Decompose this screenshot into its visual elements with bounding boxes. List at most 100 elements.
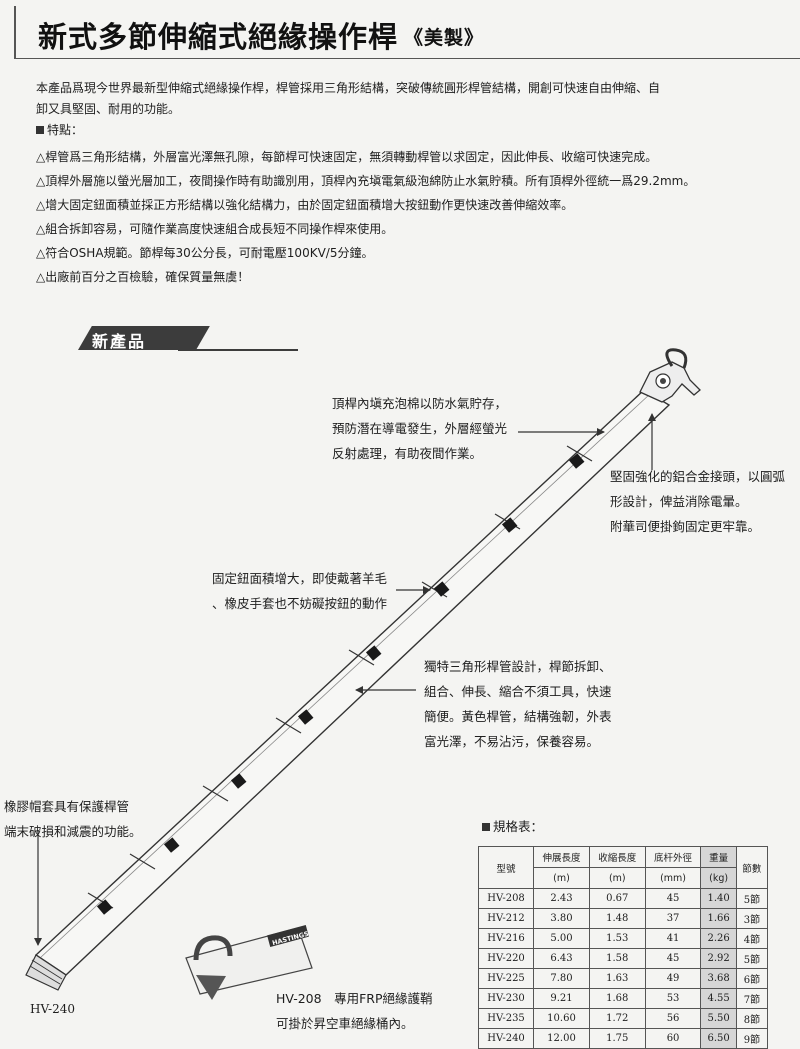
- spec-unit-row: (m) (m) (mm) (kg): [479, 867, 768, 889]
- new-product-badge: 新產品: [78, 326, 298, 352]
- feature-item: △組合拆卸容易，可隨作業高度快速組合成長短不同操作桿來使用。: [36, 222, 394, 236]
- square-bullet-icon: [482, 823, 490, 831]
- callout-line: 獨特三角形桿管設計，桿節拆卸、: [424, 659, 612, 674]
- col-header-weight: 重量: [700, 846, 737, 868]
- callout-alloy-head: 堅固強化的鋁合金接頭，以圓弧 形設計，俾益消除電暈。 附華司便掛鉤固定更牢靠。: [610, 464, 785, 539]
- spec-header-row: 型號 伸展長度 收縮長度 底杆外徑 重量 節數: [477, 846, 769, 889]
- unit-weight: (kg): [700, 867, 737, 889]
- feature-item: △頂桿外層施以螢光層加工，夜間操作時有助識別用，頂桿內充塡電氣級泡綿防止水氣貯積…: [36, 174, 696, 188]
- table-cell: 2.43: [533, 888, 590, 909]
- holster-caption: HV-208 專用FRP絕緣護鞘 可掛於昇空車絕緣桶內。: [276, 986, 433, 1036]
- table-cell: 3.80: [533, 908, 590, 929]
- table-cell: 3節: [735, 908, 769, 929]
- table-cell: 6.50: [700, 1028, 737, 1049]
- table-cell: 2.92: [700, 948, 737, 969]
- title-frame: 新式多節伸縮式絕緣操作桿《美製》: [14, 6, 800, 59]
- holster-caption-line: HV-208 專用FRP絕緣護鞘: [276, 991, 433, 1006]
- callout-line: 橡膠帽套具有保護桿管: [4, 799, 130, 814]
- feature-item: △增大固定鈕面積並採正方形結構以強化結構力，由於固定鈕面積增大按鈕動作更快速改善…: [36, 198, 574, 212]
- table-cell: 1.63: [588, 968, 646, 989]
- table-cell: 5.50: [700, 1008, 737, 1029]
- table-cell: 10.60: [533, 1008, 590, 1029]
- table-cell: 45: [644, 888, 702, 909]
- callout-arrows: [34, 413, 656, 946]
- spec-heading-text: 規格表：: [493, 819, 544, 834]
- callout-line: 固定鈕面積增大，即使戴著羊毛: [212, 571, 388, 586]
- pole-model-caption: HV-240: [30, 1002, 75, 1016]
- table-cell: 6.43: [533, 948, 590, 969]
- table-cell: 9.21: [533, 988, 590, 1009]
- table-cell: 41: [644, 928, 702, 949]
- callout-line: 頂桿內塡充泡棉以防水氣貯存，: [332, 396, 508, 411]
- hook-head: [639, 348, 701, 403]
- callout-top-section: 頂桿內塡充泡棉以防水氣貯存， 預防潛在導電發生，外層經螢光 反射處理，有助夜間作…: [332, 391, 507, 466]
- table-cell: HV-230: [477, 988, 535, 1009]
- table-cell: 4節: [735, 928, 769, 949]
- spec-table: 型號 伸展長度 收縮長度 底杆外徑 重量 節數 (m) (m) (mm) (kg…: [477, 846, 769, 1049]
- callout-lock-button: 固定鈕面積增大，即使戴著羊毛 、橡皮手套也不妨礙按鈕的動作: [212, 566, 387, 616]
- title-origin: 《美製》: [404, 27, 485, 49]
- table-cell: 6節: [735, 968, 769, 989]
- table-cell: 5.00: [533, 928, 590, 949]
- feature-item: △出廠前百分之百檢驗，確保質量無虞！: [36, 270, 250, 284]
- lock-buttons: [96, 453, 585, 915]
- callout-line: 富光澤，不易沾污，保養容易。: [424, 734, 600, 749]
- table-cell: 0.67: [588, 888, 646, 909]
- table-cell: 49: [644, 968, 702, 989]
- table-cell: 1.40: [700, 888, 737, 909]
- intro-line-2: 卸又具堅固、耐用的功能。: [36, 102, 181, 116]
- page-title: 新式多節伸縮式絕緣操作桿《美製》: [38, 14, 484, 56]
- table-cell: 1.58: [588, 948, 646, 969]
- feature-item: △符合OSHA規範。節桿每30公分長，可耐電壓100KV/5分鐘。: [36, 246, 374, 260]
- callout-line: 組合、伸長、縮合不須工具，快速: [424, 684, 612, 699]
- callout-triangle-tube: 獨特三角形桿管設計，桿節拆卸、 組合、伸長、縮合不須工具，快速 簡便。黃色桿管，…: [424, 654, 612, 754]
- table-cell: 8節: [735, 1008, 769, 1029]
- callout-line: 端末破損和減震的功能。: [4, 824, 142, 839]
- features-list: △桿管爲三角形結構，外層富光澤無孔隙，每節桿可快速固定，無須轉動桿管以求固定，因…: [36, 145, 776, 289]
- table-cell: HV-220: [477, 948, 535, 969]
- intro-line-1: 本產品爲現今世界最新型伸縮式絕緣操作桿，桿管採用三角形結構，突破傳統圓形桿管結構…: [36, 81, 661, 95]
- table-cell: 7節: [735, 988, 769, 1009]
- callout-line: 反射處理，有助夜間作業。: [332, 446, 483, 461]
- table-cell: 3.68: [700, 968, 737, 989]
- col-header-extended: 伸展長度: [533, 846, 590, 868]
- table-cell: 5節: [735, 948, 769, 969]
- table-cell: 1.72: [588, 1008, 646, 1029]
- table-cell: HV-212: [477, 908, 535, 929]
- col-header-sections: 節數: [735, 846, 769, 889]
- table-cell: 4.55: [700, 988, 737, 1009]
- col-header-model: 型號: [477, 846, 535, 889]
- badge-underline: [178, 349, 298, 351]
- table-cell: HV-216: [477, 928, 535, 949]
- unit-diameter: (mm): [644, 867, 702, 889]
- table-cell: 1.66: [700, 908, 737, 929]
- table-cell: 5節: [735, 888, 769, 909]
- table-cell: 45: [644, 948, 702, 969]
- callout-line: 簡便。黃色桿管，結構強韌，外表: [424, 709, 612, 724]
- callout-line: 、橡皮手套也不妨礙按鈕的動作: [212, 596, 388, 611]
- table-cell: HV-225: [477, 968, 535, 989]
- rubber-end-cap: [25, 954, 67, 991]
- pole-illustration: HASTINGS: [25, 348, 701, 1000]
- table-cell: 1.48: [588, 908, 646, 929]
- feature-item: △桿管爲三角形結構，外層富光澤無孔隙，每節桿可快速固定，無須轉動桿管以求固定，因…: [36, 150, 658, 164]
- badge-label: 新產品: [92, 332, 147, 351]
- callout-line: 附華司便掛鉤固定更牢靠。: [610, 519, 761, 534]
- table-cell: 37: [644, 908, 702, 929]
- callout-line: 形設計，俾益消除電暈。: [610, 494, 748, 509]
- table-cell: 2.26: [700, 928, 737, 949]
- callout-line: 預防潛在導電發生，外層經螢光: [332, 421, 508, 436]
- col-header-retracted: 收縮長度: [588, 846, 646, 868]
- table-cell: 1.53: [588, 928, 646, 949]
- table-cell: 53: [644, 988, 702, 1009]
- callout-rubber-cap: 橡膠帽套具有保護桿管 端末破損和減震的功能。: [4, 794, 142, 844]
- table-cell: HV-240: [477, 1028, 535, 1049]
- holster-caption-line: 可掛於昇空車絕緣桶內。: [276, 1016, 414, 1031]
